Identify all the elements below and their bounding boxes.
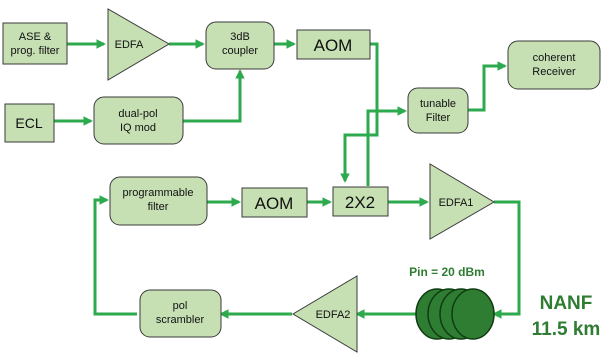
pin-power-label: Pin = 20 dBm (409, 265, 485, 279)
connectors (54, 39, 521, 319)
coupler-line2: coupler (222, 45, 258, 57)
ecl-label: ECL (15, 115, 42, 131)
ecl-block: ECL (4, 103, 55, 143)
link-iqmod-to-coupler (183, 69, 245, 123)
iq-mod-line1: dual-pol (118, 108, 157, 120)
fiber-name-label: NANF (540, 293, 593, 314)
link-scrambler-to-prog-filter (93, 195, 137, 316)
ase-filter-line1: ASE & (19, 31, 52, 43)
receiver-line2: Receiver (532, 66, 576, 78)
pol-scrambler-block: pol scrambler (139, 289, 222, 338)
tunable-filter-line2: Filter (426, 112, 451, 124)
edfa1-amplifier: EDFA1 (429, 163, 495, 240)
ase-filter-line2: prog. filter (11, 45, 60, 57)
switch-2x2-label: 2X2 (345, 193, 375, 212)
prog-filter-line1: programmable (123, 187, 194, 199)
aom-bottom-block: AOM (241, 187, 308, 218)
receiver-line1: coherent (533, 52, 576, 64)
aom-top-label: AOM (314, 36, 353, 55)
iq-modulator-block: dual-pol IQ mod (93, 96, 184, 145)
link-2x2-to-tunable-filter (366, 106, 407, 186)
nanf-fiber-coil-icon (415, 288, 495, 340)
ase-prog-filter-block: ASE & prog. filter (2, 22, 68, 65)
edfa1-label: EDFA1 (439, 197, 474, 209)
edfa-top-amplifier: EDFA (107, 8, 170, 81)
link-edfa1-to-fiber (492, 200, 521, 319)
edfa2-label: EDFA2 (316, 309, 351, 321)
aom-bottom-label: AOM (255, 194, 294, 213)
fiber-length-label: 11.5 km (532, 319, 601, 340)
programmable-filter-block: programmable filter (109, 176, 208, 226)
link-aom-to-2x2 (340, 42, 379, 183)
edfa-top-label: EDFA (115, 39, 144, 51)
scrambler-line1: pol (173, 300, 188, 312)
coherent-receiver-block: coherent Receiver (507, 40, 601, 90)
tunable-filter-block: tunable Filter (407, 87, 469, 134)
switch-2x2-block: 2X2 (332, 186, 389, 217)
link-tunable-filter-to-receiver (468, 61, 507, 112)
coupler-line1: 3dB (230, 31, 250, 43)
iq-mod-line2: IQ mod (120, 122, 156, 134)
edfa2-amplifier: EDFA2 (292, 275, 358, 353)
aom-top-block: AOM (296, 29, 371, 60)
tunable-filter-line1: tunable (420, 98, 456, 110)
coupler-block: 3dB coupler (205, 21, 275, 70)
prog-filter-line2: filter (148, 201, 169, 213)
scrambler-line2: scrambler (156, 314, 205, 326)
